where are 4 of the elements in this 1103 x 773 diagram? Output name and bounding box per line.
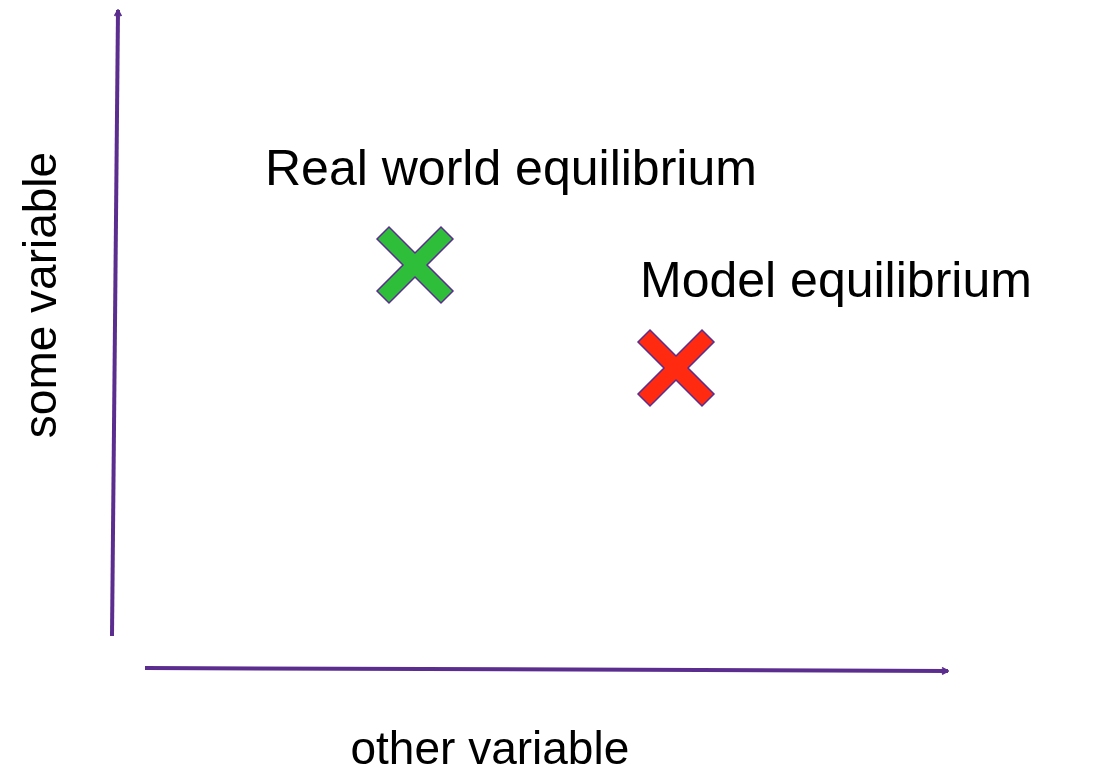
point-label: Model equilibrium: [640, 255, 1032, 305]
axis-label: other variable: [350, 725, 630, 771]
axis-label: some variable: [17, 151, 64, 439]
point-label: Real world equilibrium: [265, 143, 757, 193]
